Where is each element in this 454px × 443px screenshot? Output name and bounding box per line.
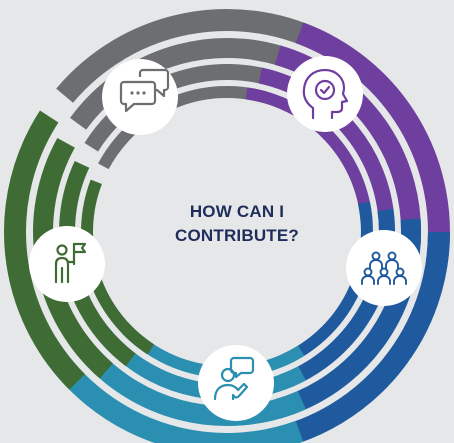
ring-band-communication [84, 64, 285, 152]
head-checkmark-icon [302, 68, 349, 120]
icon-circle-teamwork [346, 230, 422, 306]
ring-band-mindset [245, 87, 373, 223]
ring-band-teamwork [268, 231, 450, 443]
center-question: HOW CAN I CONTRIBUTE? [137, 200, 337, 248]
ring-band-teamwork [281, 201, 373, 366]
ring-band-leadership [3, 110, 85, 390]
person-speaking-icon [213, 356, 255, 401]
group-of-people-icon [361, 251, 407, 285]
icon-circle-mindset [287, 56, 363, 132]
ring-segment-communication [56, 9, 332, 170]
ring-band-communication [56, 9, 332, 103]
ring-band-mindset [295, 22, 450, 264]
icon-circle-leadership [29, 226, 105, 302]
center-title-line-2: CONTRIBUTE? [174, 226, 300, 245]
center-title-line-1: HOW CAN I [189, 202, 285, 221]
person-with-flag-icon [54, 242, 87, 284]
ring-band-communication [70, 37, 306, 130]
icon-circle-communication [102, 59, 178, 135]
icon-circle-speaking-up [198, 345, 274, 421]
speech-bubbles-icon [119, 68, 170, 113]
